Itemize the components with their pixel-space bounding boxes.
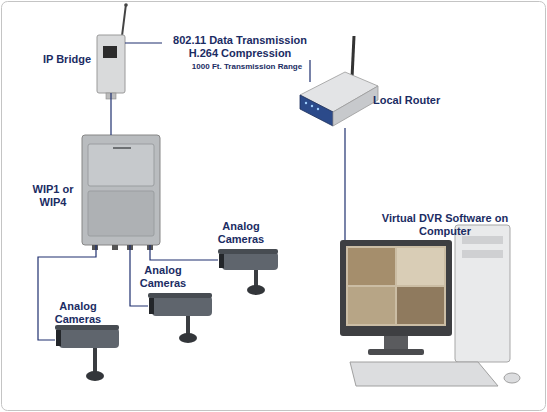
cable-line xyxy=(344,128,345,240)
device-label: Analog Cameras xyxy=(45,300,111,326)
analog-camera xyxy=(218,249,278,295)
cable-line xyxy=(38,245,96,340)
device-node: Virtual DVR Software on Computer xyxy=(338,240,512,390)
device-label: WIP1 or WIP4 xyxy=(28,183,78,209)
analog-camera xyxy=(55,325,119,381)
device-node: IP Bridge xyxy=(97,35,125,93)
device-node: Analog Cameras xyxy=(148,292,215,344)
computer xyxy=(340,225,520,386)
link-label: 802.11 Data Transmission H.264 Compressi… xyxy=(162,34,318,60)
device-node: Analog Cameras xyxy=(218,248,282,296)
cable-line xyxy=(110,93,111,135)
analog-camera xyxy=(148,293,212,343)
device-label: Virtual DVR Software on Computer xyxy=(370,212,520,238)
ip-bridge-device xyxy=(97,3,128,99)
cable-line xyxy=(150,245,218,260)
range-note: 1000 Ft. Transmission Range xyxy=(172,62,322,72)
device-node: Analog Cameras xyxy=(55,322,122,382)
device-node: WIP1 or WIP4 xyxy=(82,135,160,245)
device-label: Analog Cameras xyxy=(206,220,276,246)
device-label: Analog Cameras xyxy=(128,264,198,290)
device-label: IP Bridge xyxy=(33,53,91,66)
wip-enclosure xyxy=(82,135,160,250)
device-label: Local Router xyxy=(373,94,463,107)
device-node: Local Router xyxy=(300,82,378,128)
